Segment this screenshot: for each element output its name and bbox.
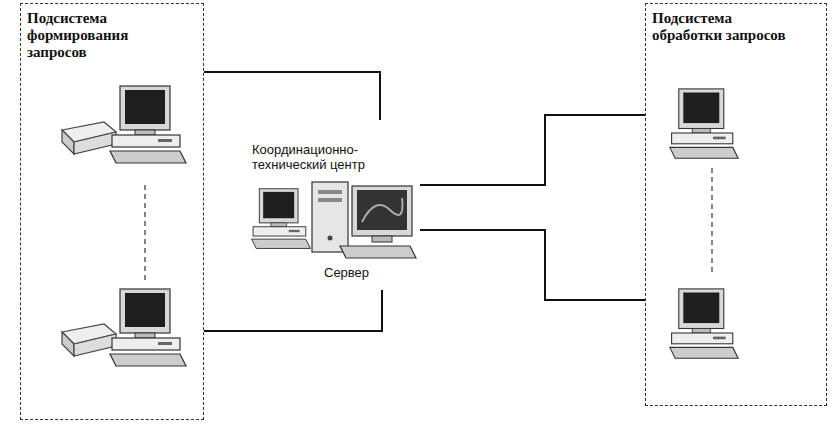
subsystem-title: Подсистема формирования запросов [27, 10, 177, 61]
workstation-icon [110, 289, 186, 366]
server-illustration [252, 182, 416, 258]
network-link [204, 72, 380, 120]
workstation-icon [670, 289, 738, 358]
workstation-icon [110, 86, 186, 163]
printer-icon [62, 324, 116, 356]
subsystem-frame: Подсистема обработки запросов [645, 3, 827, 406]
repeat-dash [711, 168, 712, 275]
server-label: Сервер [324, 265, 404, 280]
network-link [420, 115, 645, 185]
network-link [204, 290, 382, 331]
server-center: Координационно-технический центрСервер [244, 120, 420, 290]
subsystem-frame: Подсистема формирования запросов [20, 3, 204, 420]
center-label: Координационно-технический центр [252, 142, 392, 172]
repeat-dash [144, 185, 145, 280]
network-link [420, 230, 645, 300]
workstation-icon [670, 89, 738, 158]
printer-icon [62, 122, 116, 154]
subsystem-title: Подсистема обработки запросов [652, 10, 802, 44]
